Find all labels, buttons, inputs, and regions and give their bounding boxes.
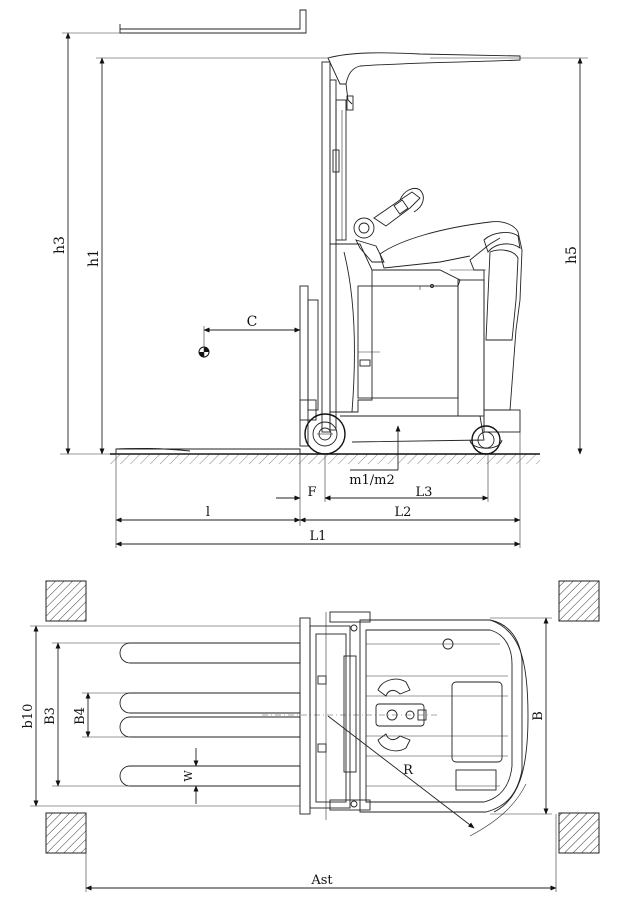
load-centre-marker	[198, 326, 210, 358]
label-m1m2: m1/m2	[349, 473, 395, 488]
label-Ast: Ast	[310, 873, 333, 888]
fork-tines	[119, 642, 301, 787]
dim-h1: h1	[86, 57, 105, 455]
label-L3: L3	[416, 485, 433, 500]
dim-C: C	[203, 314, 301, 333]
hatched-block-top-left	[45, 580, 87, 622]
dim-b10: b10	[21, 625, 39, 807]
label-R: R	[403, 763, 414, 778]
overhead-guard	[327, 52, 521, 105]
dim-h3: h3	[52, 32, 71, 455]
steering-tiller	[353, 188, 424, 263]
dim-W: W	[182, 748, 199, 804]
operator-compartment	[379, 221, 523, 411]
label-C: C	[247, 314, 258, 330]
steering-tiller-top	[375, 678, 427, 752]
fork-carriage-top	[299, 611, 371, 820]
dim-Ast: Ast	[85, 873, 557, 891]
dim-B: B	[531, 617, 549, 815]
chassis-top	[359, 619, 529, 813]
label-b10: b10	[21, 704, 36, 729]
label-B3: B3	[43, 707, 58, 725]
dim-B3: B3	[43, 642, 61, 787]
label-h1: h1	[86, 249, 102, 267]
dim-h5: h5	[564, 57, 583, 455]
top-view: R b10 B3 B4 W	[21, 580, 600, 892]
label-B: B	[531, 711, 546, 721]
raised-fork-top	[119, 9, 307, 34]
fork-carriage	[115, 285, 319, 455]
label-h3: h3	[52, 236, 68, 254]
label-L1: L1	[310, 529, 327, 544]
chassis	[329, 243, 521, 443]
front-wheel	[304, 413, 346, 455]
hatched-block-bottom-right	[558, 812, 600, 854]
mast	[321, 61, 354, 433]
dim-L1: L1	[115, 529, 521, 547]
side-view: h3 h1 h5 C m1/m2	[52, 9, 588, 548]
label-l: l	[206, 505, 210, 520]
label-B4: B4	[73, 707, 88, 725]
hatched-block-bottom-left	[45, 812, 87, 854]
turning-radius-R: R	[327, 715, 527, 837]
label-h5: h5	[564, 246, 580, 264]
hatched-block-top-right	[558, 580, 600, 622]
dim-L3: L3	[324, 485, 489, 501]
dim-l: l	[115, 505, 301, 523]
label-L2: L2	[395, 505, 412, 520]
dim-B4: B4	[73, 692, 91, 738]
dim-L2: L2	[299, 505, 521, 523]
label-W: W	[182, 770, 195, 782]
dim-m1m2: m1/m2	[349, 425, 401, 488]
rear-wheel	[469, 425, 503, 455]
label-F: F	[307, 485, 316, 500]
